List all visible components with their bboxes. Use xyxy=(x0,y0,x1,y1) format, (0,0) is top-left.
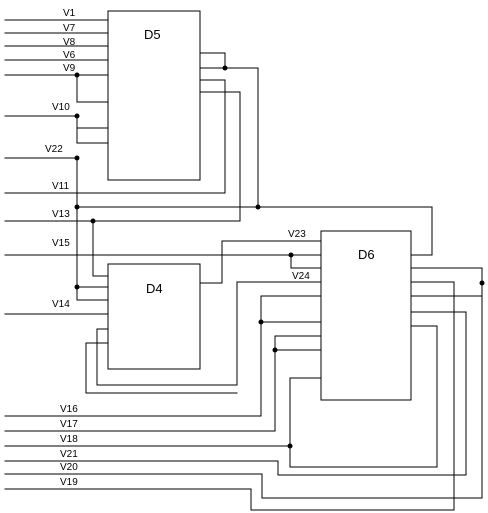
junction-dot xyxy=(74,204,80,210)
d4-wiring xyxy=(4,220,322,394)
junction-dot xyxy=(74,72,80,78)
label-v6: V6 xyxy=(63,50,76,61)
label-v21: V21 xyxy=(60,449,78,460)
label-v10: V10 xyxy=(52,102,70,113)
label-v13: V13 xyxy=(52,209,70,220)
junction-dot xyxy=(74,113,80,119)
block-d6-label: D6 xyxy=(358,247,375,262)
label-v19: V19 xyxy=(60,477,78,488)
junction-dot xyxy=(272,347,278,353)
junction-dot xyxy=(479,280,485,286)
label-v14: V14 xyxy=(52,299,70,310)
d5-output-wires xyxy=(4,52,433,256)
d6-input-wires xyxy=(4,267,483,511)
junctions xyxy=(74,65,485,449)
label-v9: V9 xyxy=(63,63,76,74)
label-v16: V16 xyxy=(60,404,78,415)
junction-dot xyxy=(222,65,228,71)
block-d5: D5 xyxy=(107,10,201,181)
label-v24: V24 xyxy=(292,271,310,282)
label-v8: V8 xyxy=(63,37,76,48)
junction-dot xyxy=(255,204,261,210)
label-v15: V15 xyxy=(52,238,70,249)
label-v20: V20 xyxy=(60,462,78,473)
label-v22: V22 xyxy=(45,144,63,155)
block-d4-label: D4 xyxy=(146,281,163,296)
junction-dot xyxy=(287,443,293,449)
label-v11: V11 xyxy=(52,181,69,192)
label-v23: V23 xyxy=(288,229,306,240)
junction-dot xyxy=(258,319,264,325)
label-v18: V18 xyxy=(60,434,78,445)
block-d4: D4 xyxy=(107,263,201,370)
junction-dot xyxy=(288,252,294,258)
signal-labels: V1 V7 V8 V6 V9 V10 V22 V11 V13 V15 V14 V… xyxy=(45,8,310,488)
block-d5-label: D5 xyxy=(144,27,161,42)
label-v17: V17 xyxy=(60,419,78,430)
label-v1: V1 xyxy=(63,8,76,19)
block-d6: D6 xyxy=(320,230,412,401)
junction-dot xyxy=(74,284,80,290)
label-v7: V7 xyxy=(63,23,76,34)
d5-input-wires xyxy=(4,19,109,301)
junction-dot xyxy=(90,218,96,224)
junction-dot xyxy=(74,155,80,161)
